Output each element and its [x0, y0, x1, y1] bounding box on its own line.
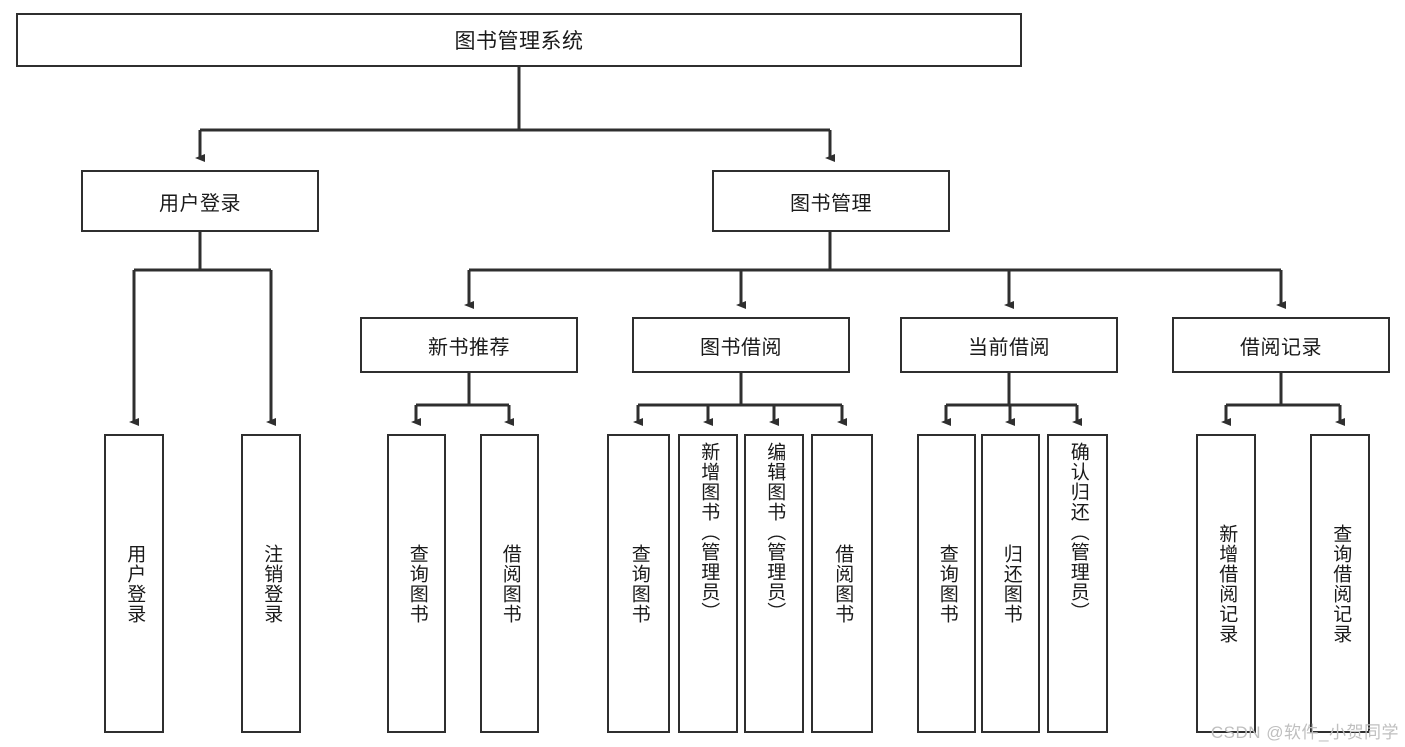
node-book-borrow[interactable]: 图书借阅	[632, 317, 850, 373]
node-leaf-borrow-book[interactable]: 借阅图书	[811, 434, 873, 733]
node-label: 新增图书（管理员）	[698, 442, 720, 622]
node-leaf-add-borrow-record[interactable]: 新增借阅记录	[1196, 434, 1256, 733]
node-root-title[interactable]: 图书管理系统	[16, 13, 1022, 67]
node-label: 注销登录	[261, 543, 283, 624]
node-leaf-borrow-book-recommend[interactable]: 借阅图书	[480, 434, 539, 733]
node-leaf-logout-login[interactable]: 注销登录	[241, 434, 301, 733]
node-leaf-add-book-admin[interactable]: 新增图书（管理员）	[678, 434, 738, 733]
node-leaf-confirm-return-admin[interactable]: 确认归还（管理员）	[1047, 434, 1108, 733]
node-label: 图书管理	[790, 192, 872, 215]
node-label: 查询图书	[628, 543, 650, 624]
node-label: 查询图书	[406, 543, 428, 624]
node-label: 当前借阅	[968, 336, 1050, 359]
node-label: 借阅图书	[832, 543, 854, 624]
node-label: 借阅记录	[1240, 336, 1322, 359]
node-label: 借阅图书	[499, 543, 521, 624]
node-leaf-query-book-borrow[interactable]: 查询图书	[607, 434, 670, 733]
node-leaf-user-login[interactable]: 用户登录	[104, 434, 164, 733]
node-label: 查询图书	[936, 543, 958, 624]
node-label: 用户登录	[124, 543, 146, 624]
node-label: 编辑图书（管理员）	[764, 442, 786, 622]
node-current-borrow[interactable]: 当前借阅	[900, 317, 1118, 373]
node-label: 用户登录	[159, 192, 241, 215]
node-label: 查询借阅记录	[1330, 523, 1352, 644]
node-leaf-query-book-current[interactable]: 查询图书	[917, 434, 976, 733]
node-user-login[interactable]: 用户登录	[81, 170, 319, 232]
node-leaf-return-book[interactable]: 归还图书	[981, 434, 1040, 733]
node-label: 新书推荐	[428, 336, 510, 359]
node-new-book-recommend[interactable]: 新书推荐	[360, 317, 578, 373]
node-borrow-record[interactable]: 借阅记录	[1172, 317, 1390, 373]
node-label: 新增借阅记录	[1216, 523, 1238, 644]
node-label: 归还图书	[1000, 543, 1022, 624]
node-label: 图书管理系统	[454, 30, 584, 53]
node-leaf-query-book-recommend[interactable]: 查询图书	[387, 434, 446, 733]
csdn-watermark: CSDN @软件_小贺同学	[1210, 723, 1399, 742]
node-leaf-edit-book-admin[interactable]: 编辑图书（管理员）	[744, 434, 804, 733]
node-label: 确认归还（管理员）	[1067, 442, 1089, 622]
node-leaf-query-borrow-record[interactable]: 查询借阅记录	[1310, 434, 1370, 733]
node-book-manage[interactable]: 图书管理	[712, 170, 950, 232]
node-label: 图书借阅	[700, 336, 782, 359]
